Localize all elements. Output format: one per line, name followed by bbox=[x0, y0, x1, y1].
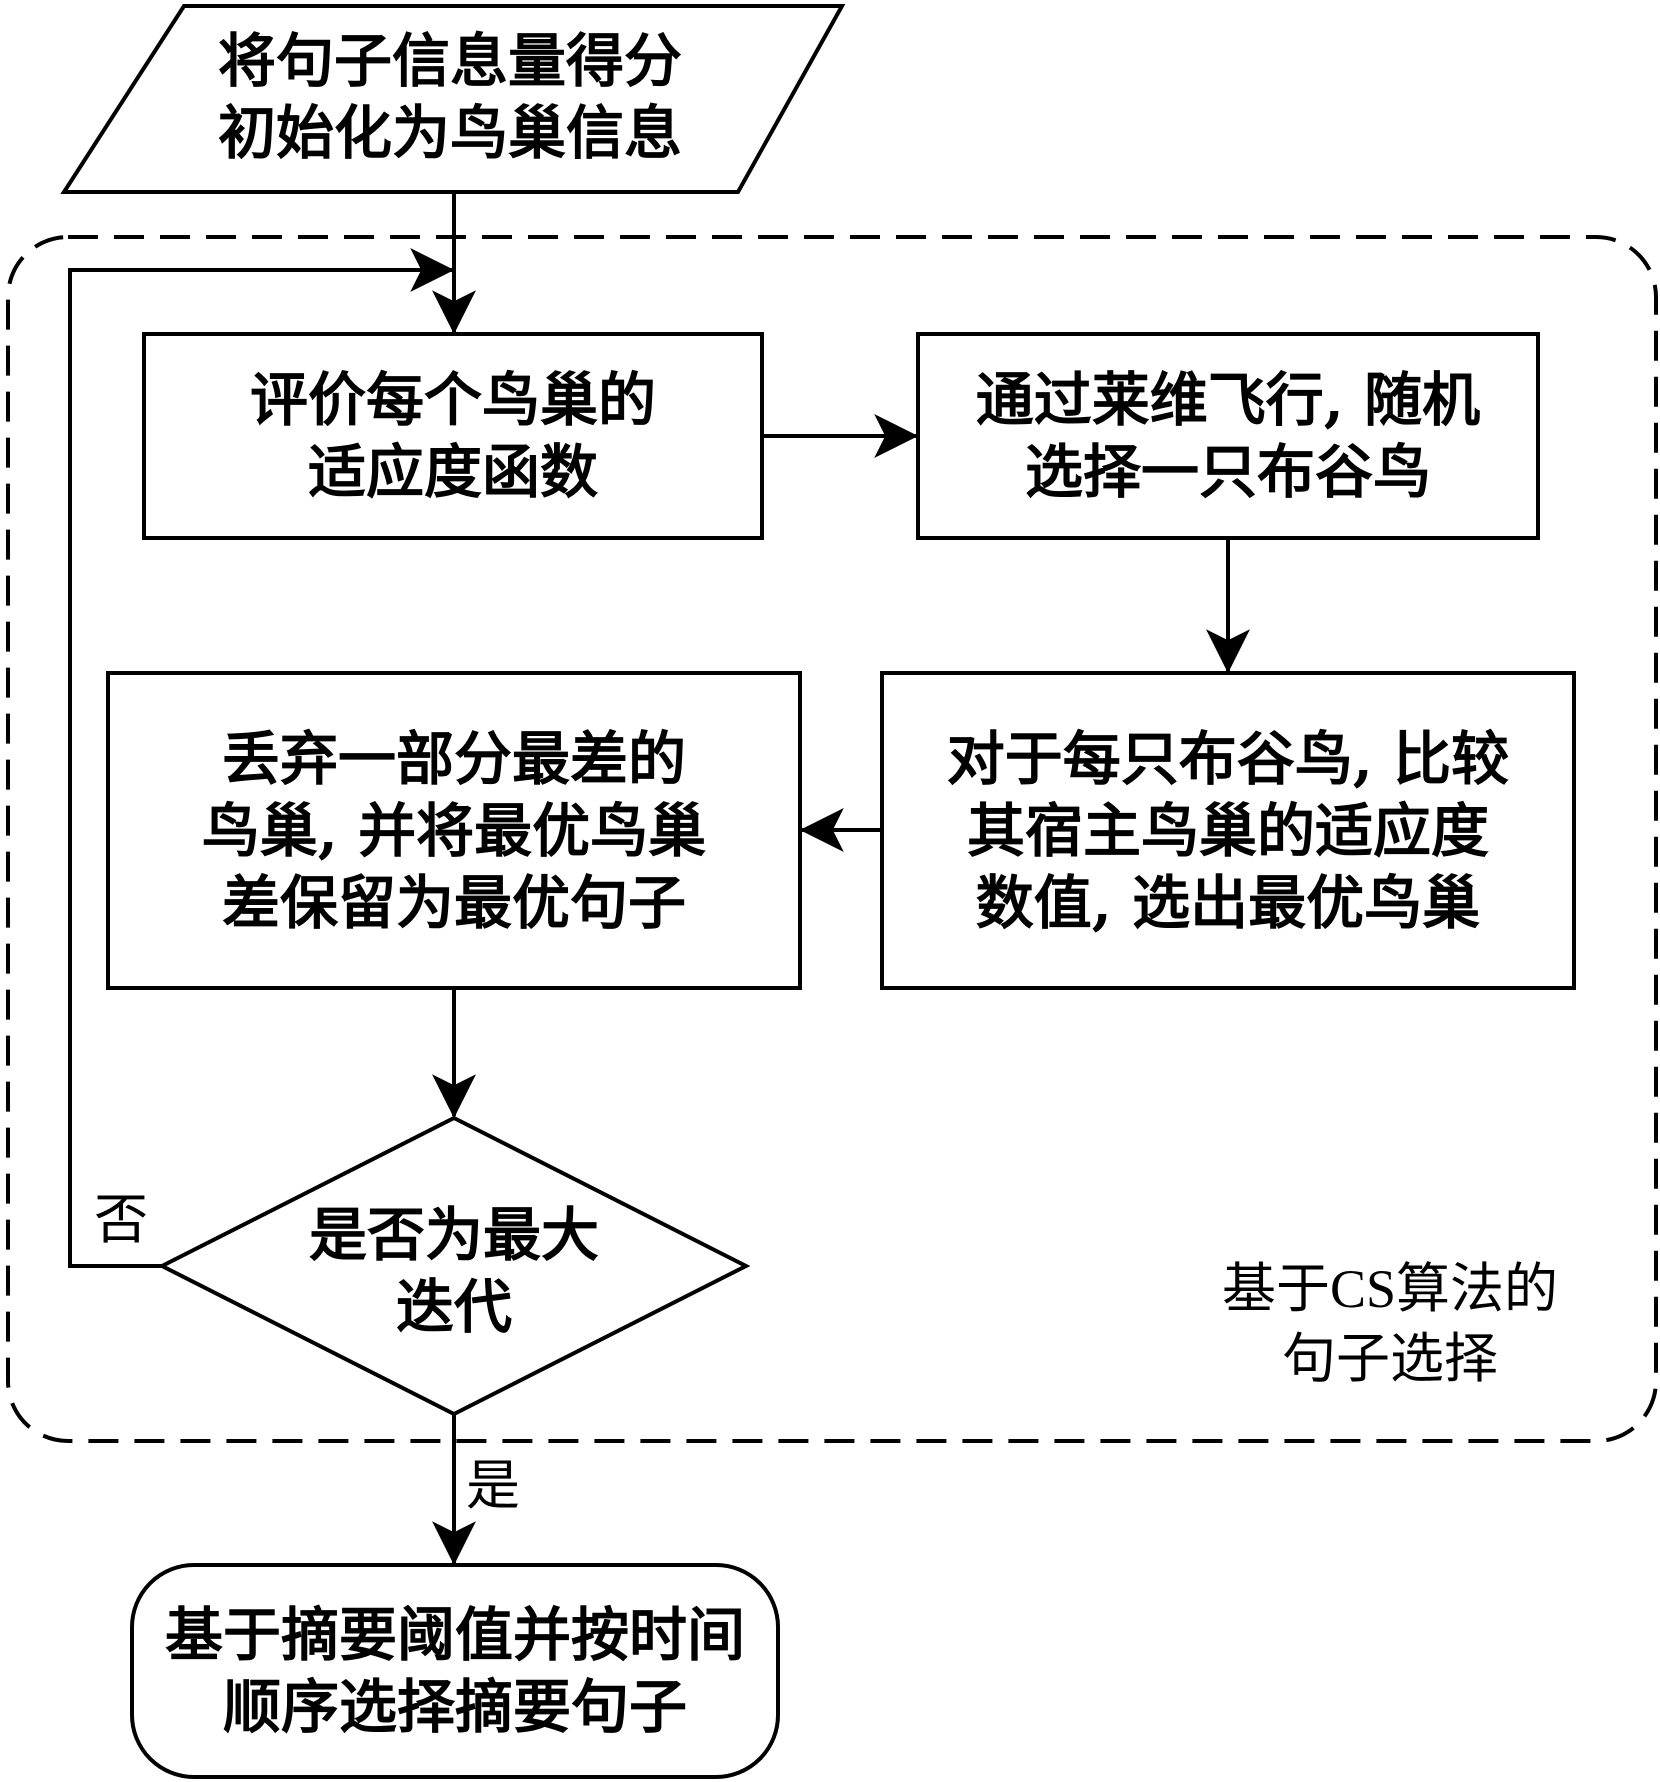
end-node-text: 基于摘要阈值并按时间 顺序选择摘要句子 bbox=[164, 1601, 745, 1741]
compare-node-shape bbox=[880, 671, 1576, 990]
levy-node-text: 通过莱维飞行, 随机 选择一只布谷鸟 bbox=[975, 366, 1481, 506]
compare-node-text: 对于每只布谷鸟, 比较 其宿主鸟巢的适应度 数值, 选出最优鸟巢 bbox=[946, 724, 1510, 937]
discard-node-text: 丢弃一部分最差的 鸟巢, 并将最优鸟巢 差保留为最优句子 bbox=[201, 724, 707, 937]
discard-node-shape bbox=[106, 671, 802, 990]
edge-label-yes: 是 bbox=[466, 1454, 520, 1517]
start-node-shape bbox=[60, 4, 846, 194]
cs-selection-region bbox=[6, 235, 1658, 1443]
region-label: 基于CS算法的 句子选择 bbox=[1221, 1259, 1559, 1389]
evaluate-node-text: 评价每个鸟巢的 适应度函数 bbox=[249, 366, 656, 506]
edge-no-loop bbox=[68, 248, 455, 1268]
start-node-text: 将句子信息量得分 初始化为鸟巢信息 bbox=[217, 27, 682, 167]
decision-node-text: 是否为最大 迭代 bbox=[308, 1201, 599, 1341]
edge-label-no: 否 bbox=[94, 1188, 148, 1251]
evaluate-node-shape bbox=[142, 332, 764, 540]
